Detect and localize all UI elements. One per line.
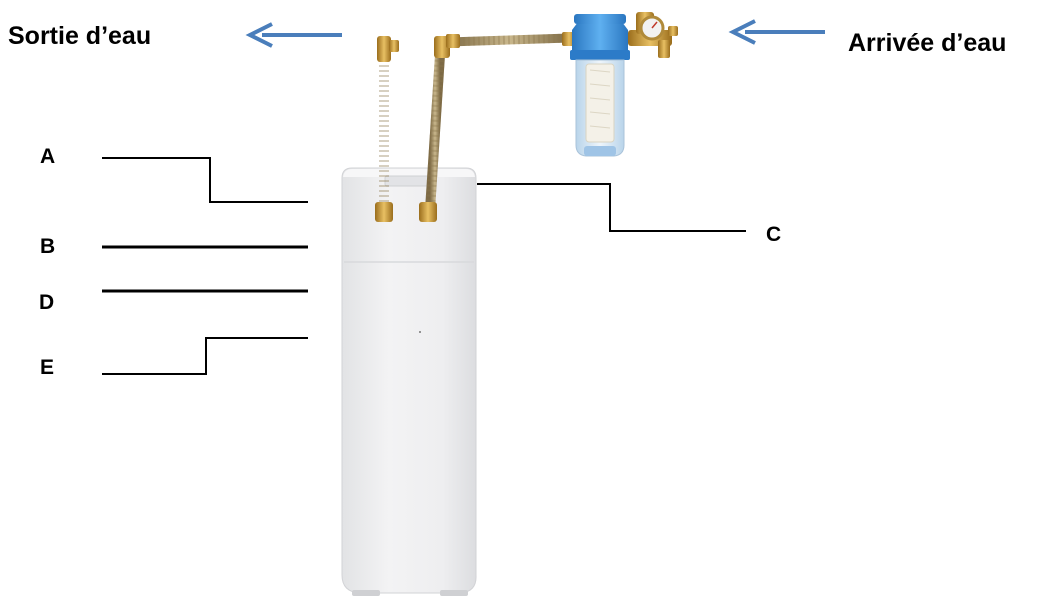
water-softener-cabinet (341, 167, 477, 596)
braided-hose-icon (379, 33, 571, 211)
label-d: D (39, 291, 55, 314)
label-a: A (40, 145, 56, 168)
leader-line-a (102, 157, 308, 203)
outlet-arrow-icon (245, 22, 342, 48)
outlet-label: Sortie d’eau (8, 22, 152, 50)
label-c: C (766, 223, 782, 246)
leader-lines (102, 157, 746, 375)
inlet-arrow-icon (728, 19, 825, 45)
sediment-filter-icon (570, 14, 630, 157)
inlet-label: Arrivée d’eau (848, 29, 1007, 57)
leader-line-c (477, 183, 746, 232)
leader-line-e (102, 337, 308, 375)
pressure-gauge-icon (628, 12, 678, 58)
label-e: E (40, 356, 55, 379)
label-b: B (40, 235, 56, 258)
